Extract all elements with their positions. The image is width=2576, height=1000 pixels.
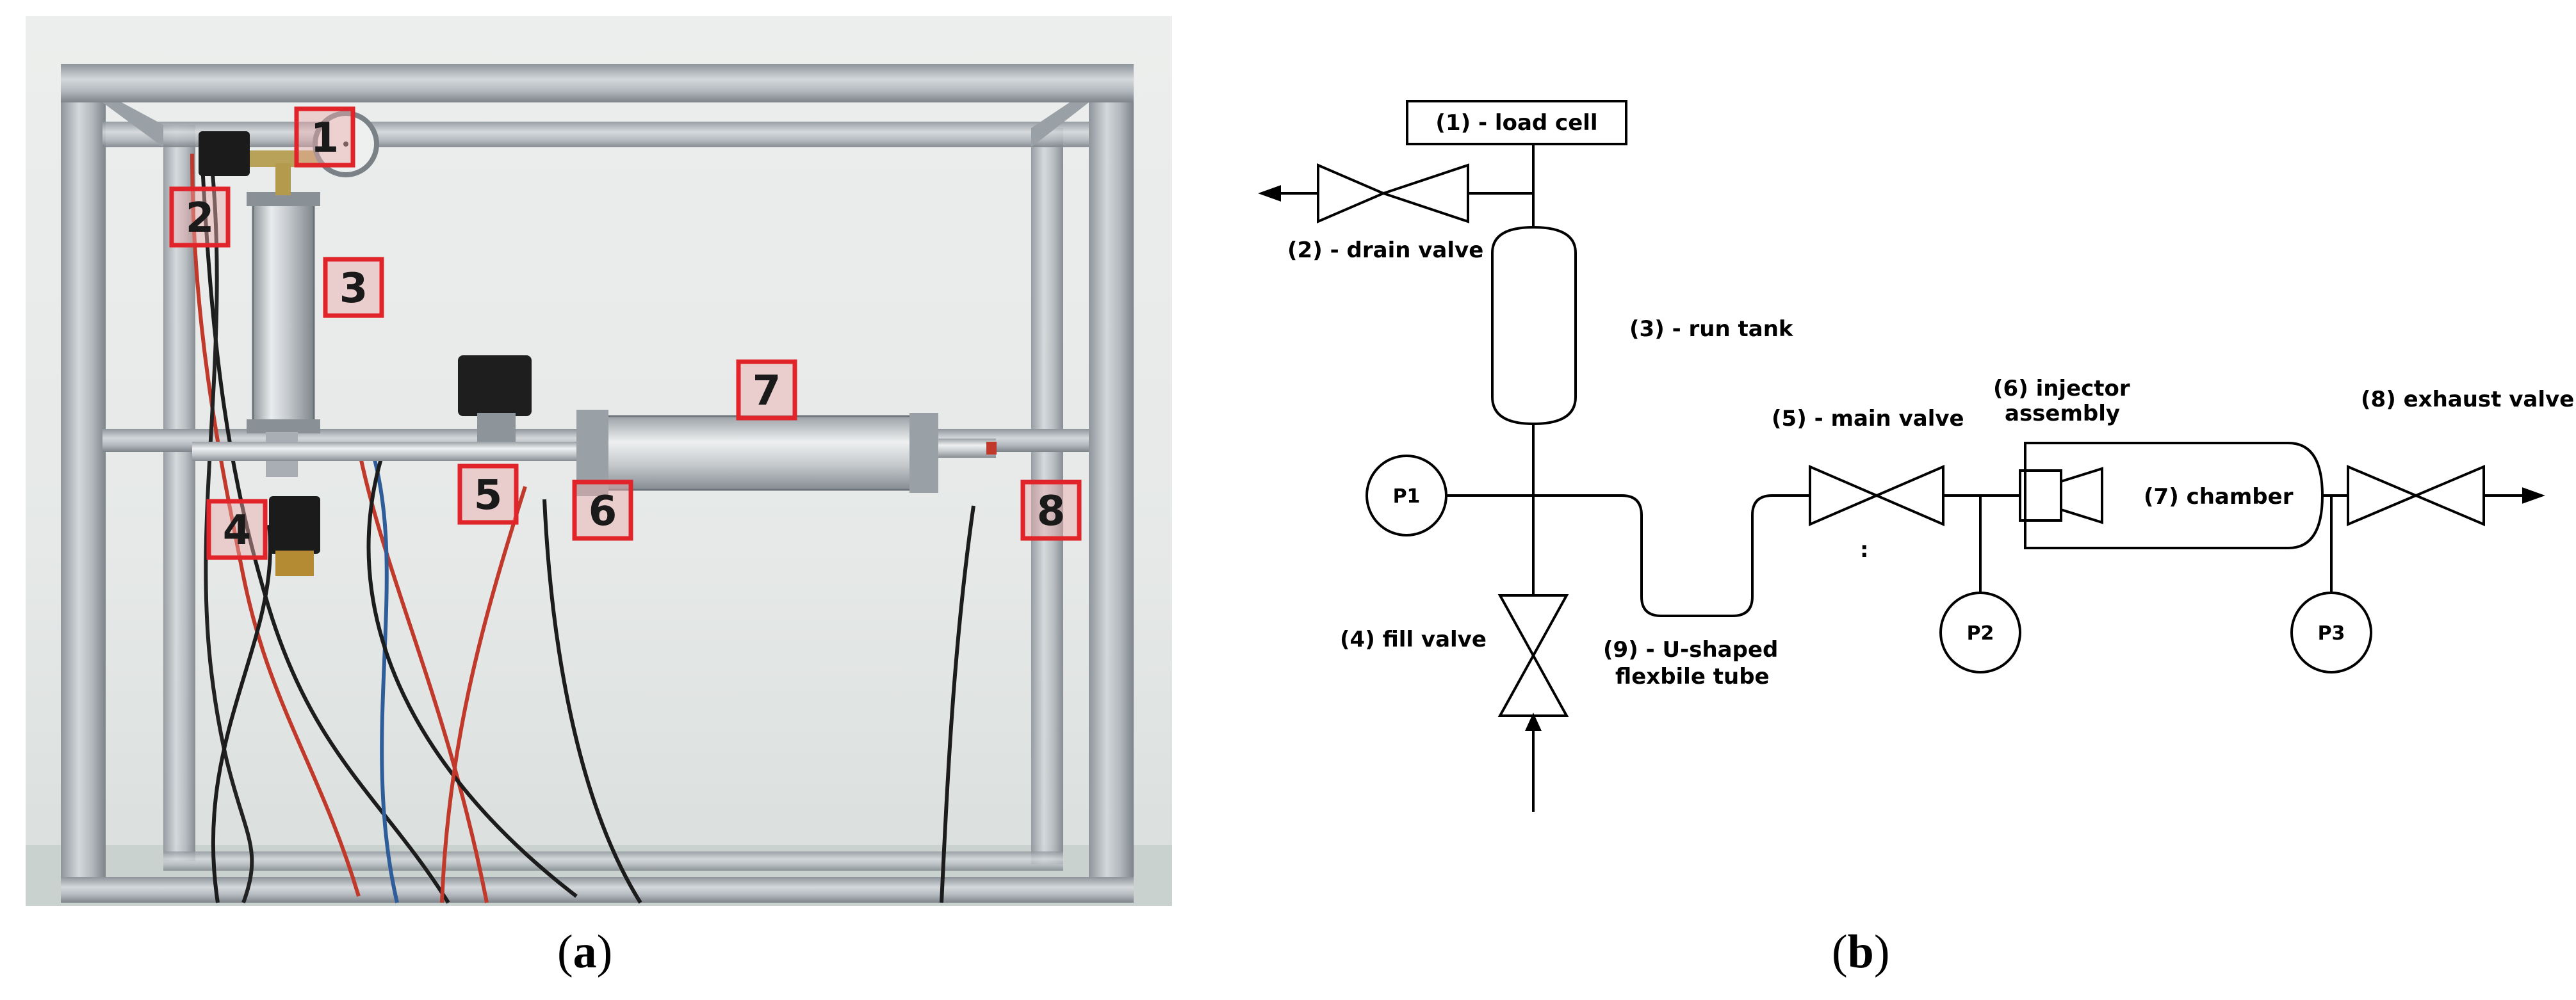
marker-label-8: 8	[1037, 488, 1066, 535]
marker-label-2: 2	[186, 195, 215, 242]
marker-box-4	[206, 499, 268, 560]
photo-illustration: 1 2 3 4 5 6 7 8	[26, 16, 1172, 906]
marker-label-3: 3	[339, 265, 368, 312]
label-load-cell: (1) - load cell	[1435, 110, 1597, 136]
marker-box-8	[1020, 480, 1082, 541]
label-p3: P3	[2318, 622, 2345, 645]
exhaust-valve-symbol	[2347, 464, 2420, 527]
marker-label-7: 7	[753, 367, 781, 415]
label-injector-line2: assembly	[2005, 401, 2120, 426]
marker-box-5	[457, 464, 519, 525]
schematic-diagram: (1) - load cell (2) - drain valve (3) - …	[1258, 100, 2574, 812]
label-colon-mark: :	[1860, 537, 1869, 563]
label-exhaust-valve: (8) exhaust valve	[2361, 387, 2574, 412]
caption-b-letter: b	[1847, 926, 1874, 978]
label-drain-valve: (2) - drain valve	[1287, 238, 1483, 263]
marker-label-1: 1	[311, 115, 339, 162]
p3-sensor	[2290, 592, 2372, 673]
photo-panel: 1 2 3 4 5 6 7 8 (a)	[0, 0, 1191, 997]
p2-sensor	[1939, 592, 2021, 673]
frame-right-post	[1089, 64, 1134, 903]
marker-box-6	[572, 480, 633, 541]
marker-label-5: 5	[474, 472, 503, 519]
fill-valve-symbol	[1497, 594, 1569, 659]
marker-box-7	[736, 359, 797, 421]
photo-number-markers	[169, 106, 1082, 560]
label-main-valve: (5) - main valve	[1772, 406, 1964, 431]
marker-label-6: 6	[589, 488, 617, 535]
marker-label-4: 4	[223, 507, 252, 554]
label-run-tank: (3) - run tank	[1629, 316, 1794, 342]
label-p1: P1	[1393, 485, 1421, 508]
label-injector-line1: (6) injector	[1993, 376, 2130, 401]
drain-valve-symbol	[1317, 163, 1387, 224]
load-cell-box	[1406, 100, 1627, 145]
frame-top-bar	[61, 64, 1134, 102]
label-p2: P2	[1967, 622, 1994, 645]
caption-a: (a)	[557, 926, 613, 978]
schematic-panel: (1) - load cell (2) - drain valve (3) - …	[1191, 0, 2576, 997]
run-tank-symbol	[1491, 225, 1577, 426]
label-tube-line2: flexbile tube	[1615, 664, 1770, 690]
u-shaped-tube	[1621, 494, 1810, 617]
main-valve-photo	[458, 355, 532, 416]
label-tube-line1: (9) - U-shaped	[1603, 637, 1778, 663]
marker-box-1	[294, 106, 355, 168]
caption-b: (b)	[1832, 926, 1890, 978]
marker-box-3	[323, 257, 384, 318]
frame-left-post	[61, 64, 106, 903]
label-fill-valve: (4) fill valve	[1340, 627, 1487, 652]
marker-box-2	[169, 186, 231, 248]
chamber-photo	[594, 415, 924, 491]
label-chamber: (7) chamber	[2144, 484, 2294, 510]
caption-a-letter: a	[573, 926, 597, 978]
main-valve-symbol	[1809, 464, 1880, 527]
p1-sensor	[1365, 455, 1447, 536]
run-tank-photo	[252, 194, 315, 433]
